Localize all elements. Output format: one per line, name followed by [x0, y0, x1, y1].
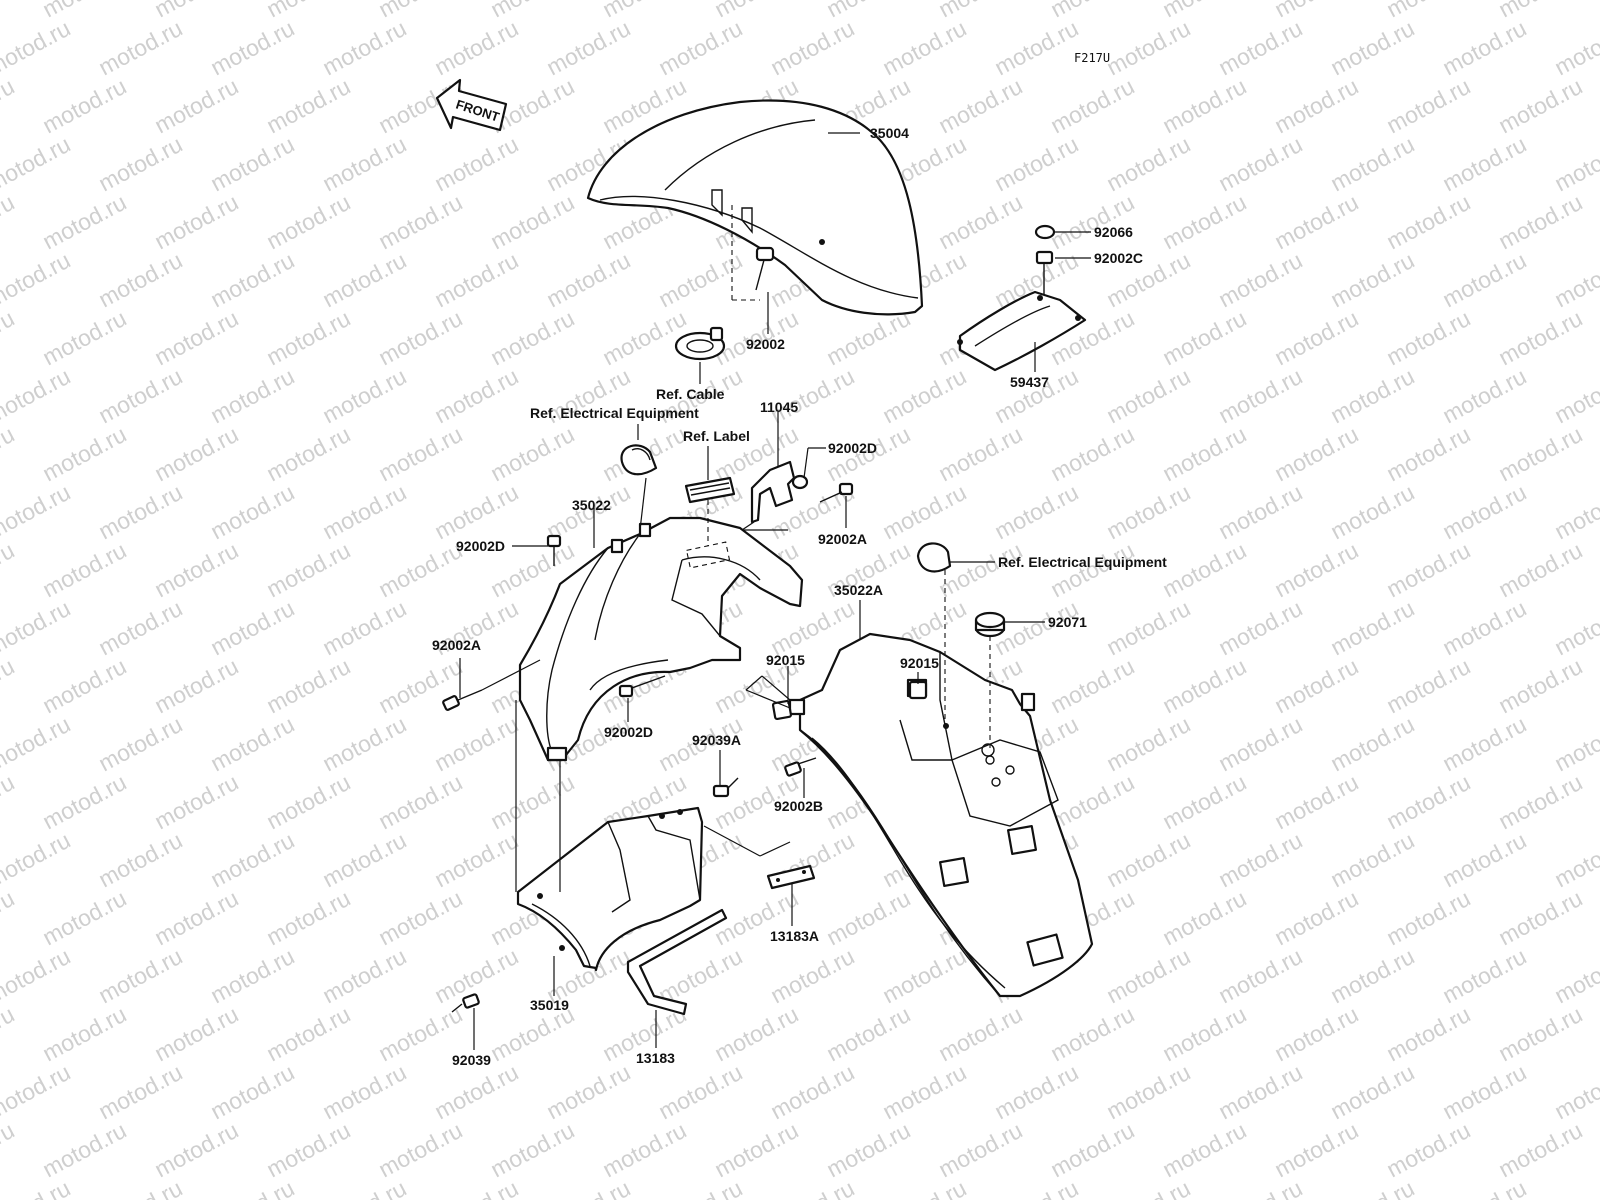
- bolt-guide-line: [481, 659, 541, 691]
- label-ref-electrical-equipment-2: Ref. Electrical Equipment: [998, 554, 1167, 570]
- label-35004: 35004: [870, 125, 909, 141]
- label-92002A-top: 92002A: [818, 531, 867, 547]
- label-92039A: 92039A: [692, 732, 741, 748]
- screw-guide-line: [759, 841, 791, 857]
- label-92002D-bottom: 92002D: [604, 724, 653, 740]
- bolt-92002-icon: [755, 246, 775, 291]
- bolt-92002B-icon: [784, 757, 817, 777]
- leader-lines: [459, 132, 1091, 1050]
- rubber-92071-icon: [974, 611, 1006, 638]
- front-arrow-icon: FRONT: [435, 78, 508, 132]
- strap-13183-icon: [626, 908, 728, 1016]
- label-92002D-left: 92002D: [456, 538, 505, 554]
- bolt-92002D-bottom-icon: [618, 675, 666, 698]
- clip-guide-line: [745, 689, 791, 709]
- front-fender: [586, 99, 924, 316]
- label-92015-a: 92015: [766, 652, 805, 668]
- wire-clamp-icon: [620, 444, 658, 476]
- label-35022A: 35022A: [834, 582, 883, 598]
- bolt-92002A-icon: [819, 482, 854, 503]
- label-92071: 92071: [1048, 614, 1087, 630]
- label-92015-b: 92015: [900, 655, 939, 671]
- label-92002B: 92002B: [774, 798, 823, 814]
- screw-92039-icon: [451, 993, 480, 1013]
- figure-code: F217U: [1074, 51, 1110, 65]
- label-92002: 92002: [746, 336, 785, 352]
- label-ref-cable: Ref. Cable: [656, 386, 725, 402]
- rear-fender-rear-35022A: [788, 632, 1094, 998]
- clip-92015-b-icon: [908, 680, 928, 700]
- plate-13183A-icon: [766, 864, 816, 890]
- label-35022: 35022: [572, 497, 611, 513]
- bolt-92002D-icon: [546, 534, 562, 566]
- wire-clamp-2-icon: [916, 542, 952, 573]
- label-92002A-left: 92002A: [432, 637, 481, 653]
- label-92002C: 92002C: [1094, 250, 1143, 266]
- clip-92015-a-icon: [771, 699, 793, 721]
- nut-92002D-icon: [791, 474, 809, 490]
- clamp-guide-line: [639, 477, 647, 531]
- cap-92066-icon: [1034, 224, 1056, 240]
- label-59437: 59437: [1010, 374, 1049, 390]
- label-92002D-top: 92002D: [828, 440, 877, 456]
- label-ref-electrical-equipment-1: Ref. Electrical Equipment: [530, 405, 699, 421]
- cover-59437: [957, 290, 1087, 372]
- clip-guide-line: [745, 675, 763, 691]
- bracket-guide-line: [741, 521, 755, 531]
- warning-label-icon: [684, 476, 736, 504]
- label-13183: 13183: [636, 1050, 675, 1066]
- label-35019: 35019: [530, 997, 569, 1013]
- screw-92039A-icon: [712, 777, 739, 798]
- label-92039: 92039: [452, 1052, 491, 1068]
- screw-guide-line: [703, 825, 761, 857]
- label-13183A: 13183A: [770, 928, 819, 944]
- rear-fender-front-35022: [518, 516, 804, 762]
- label-11045: 11045: [760, 399, 798, 415]
- nut-92002C-icon: [1035, 250, 1054, 295]
- bolt-92002A-left-icon: [442, 689, 483, 711]
- bracket-11045-icon: [750, 460, 796, 524]
- label-92066: 92066: [1094, 224, 1133, 240]
- inner-fender-35019: [516, 806, 704, 972]
- clip-guide-line: [761, 675, 791, 701]
- label-ref-label: Ref. Label: [683, 428, 750, 444]
- cable-grommet-icon: [674, 326, 726, 361]
